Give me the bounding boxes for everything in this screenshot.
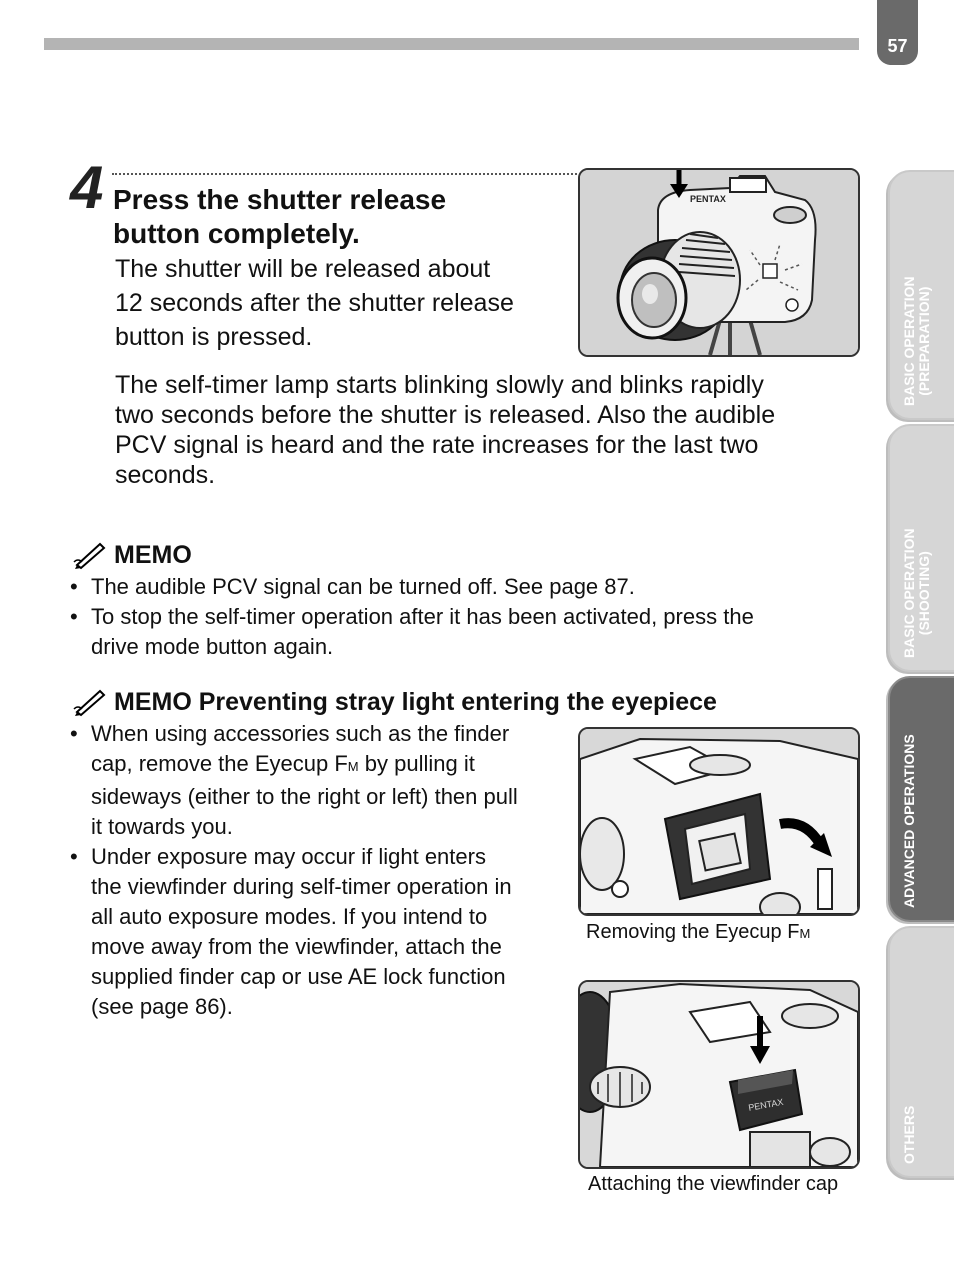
memo-bullet-text: all auto exposure modes. If you intend t… — [91, 904, 488, 929]
self-timer-description: The self-timer lamp starts blinking slow… — [115, 370, 855, 490]
step-text-line: PCV signal is heard and the rate increas… — [115, 431, 759, 459]
attaching-finder-cap-illustration: PENTAX — [578, 980, 860, 1169]
caption-removing-eyecup: Removing the Eyecup FM — [586, 920, 810, 946]
camera-front-illustration: PENTAX — [578, 168, 860, 357]
memo-bullet-text: Under exposure may occur if light enters — [91, 844, 486, 869]
side-tab-label: BASIC OPERATION (PREPARATION) — [901, 276, 932, 406]
memo-bullet-text: it towards you. — [91, 814, 233, 839]
memo-bullet-text: move away from the viewfinder, attach th… — [91, 934, 502, 959]
memo-bullet: To stop the self-timer operation after i… — [68, 602, 848, 662]
step-dotted-rule — [112, 173, 577, 175]
memo-bullet-text: by pulling it — [358, 751, 475, 776]
memo-bullet: Under exposure may occur if light enters… — [68, 842, 568, 1022]
memo-bullet-text: drive mode button again. — [91, 634, 334, 659]
memo-bullet-text: To stop the self-timer operation after i… — [91, 604, 754, 629]
memo-bullet-text: The audible PCV signal can be turned off… — [91, 574, 635, 599]
memo-title: MEMO — [114, 541, 192, 569]
side-tab-label: ADVANCED OPERATIONS — [901, 734, 917, 908]
step-text-line: two seconds before the shutter is releas… — [115, 401, 776, 429]
side-tab-label: BASIC OPERATION (SHOOTING) — [901, 528, 932, 658]
removing-eyecup-illustration — [578, 727, 860, 916]
step-text-line: The shutter will be released about — [115, 255, 491, 283]
memo-heading: MEMO — [72, 540, 192, 570]
side-tab-basic-preparation[interactable]: BASIC OPERATION (PREPARATION) — [888, 170, 954, 420]
step-text-line: seconds. — [115, 461, 216, 489]
side-tab-basic-shooting[interactable]: BASIC OPERATION (SHOOTING) — [888, 424, 954, 672]
memo-bullet: The audible PCV signal can be turned off… — [68, 572, 848, 602]
subscript-m: M — [799, 926, 811, 941]
memo-bullet: When using accessories such as the finde… — [68, 719, 568, 842]
side-tab-others[interactable]: OTHERS — [888, 926, 954, 1178]
step-text-line: 12 seconds after the shutter release — [115, 289, 514, 317]
page-number: 57 — [887, 36, 908, 56]
memo-bullet-text: the viewfinder during self-timer operati… — [91, 874, 512, 899]
caption-text: Removing the Eyecup F — [586, 921, 800, 943]
memo-eyepiece-title: MEMO Preventing stray light entering the… — [114, 688, 717, 716]
memo-bullet-text: cap, remove the Eyecup F — [91, 751, 348, 776]
memo-eyepiece-list: When using accessories such as the finde… — [68, 719, 568, 1022]
memo-eyepiece-heading: MEMO Preventing stray light entering the… — [72, 687, 717, 717]
memo-bullet-text: When using accessories such as the finde… — [91, 721, 510, 746]
page-number-tab: 57 — [877, 0, 918, 65]
side-tab-advanced-operations[interactable]: ADVANCED OPERATIONS — [888, 676, 954, 922]
step-text-line: button is pressed. — [115, 323, 313, 351]
caption-attaching-finder-cap: Attaching the viewfinder cap — [588, 1173, 839, 1195]
memo-pen-icon — [73, 689, 106, 717]
memo-bullet-text: (see page 86). — [91, 994, 233, 1019]
step-title-line: Press the shutter release — [113, 184, 447, 215]
header-rule — [44, 38, 859, 50]
memo-pen-icon — [73, 542, 106, 570]
step-text-line: The self-timer lamp starts blinking slow… — [115, 371, 764, 399]
camera-brand-label: PENTAX — [690, 194, 726, 204]
side-tab-label: OTHERS — [901, 1105, 917, 1164]
memo-bullet-text: sideways (either to the right or left) t… — [91, 784, 518, 809]
step-number: 4 — [70, 154, 104, 221]
step-title-line: button completely. — [113, 218, 360, 249]
step-title: Press the shutter release button complet… — [113, 183, 553, 251]
step-description: The shutter will be released about 12 se… — [115, 252, 565, 354]
memo-bullet-text: supplied finder cap or use AE lock funct… — [91, 964, 506, 989]
memo-list: The audible PCV signal can be turned off… — [68, 572, 848, 662]
subscript-m: M — [347, 759, 359, 774]
